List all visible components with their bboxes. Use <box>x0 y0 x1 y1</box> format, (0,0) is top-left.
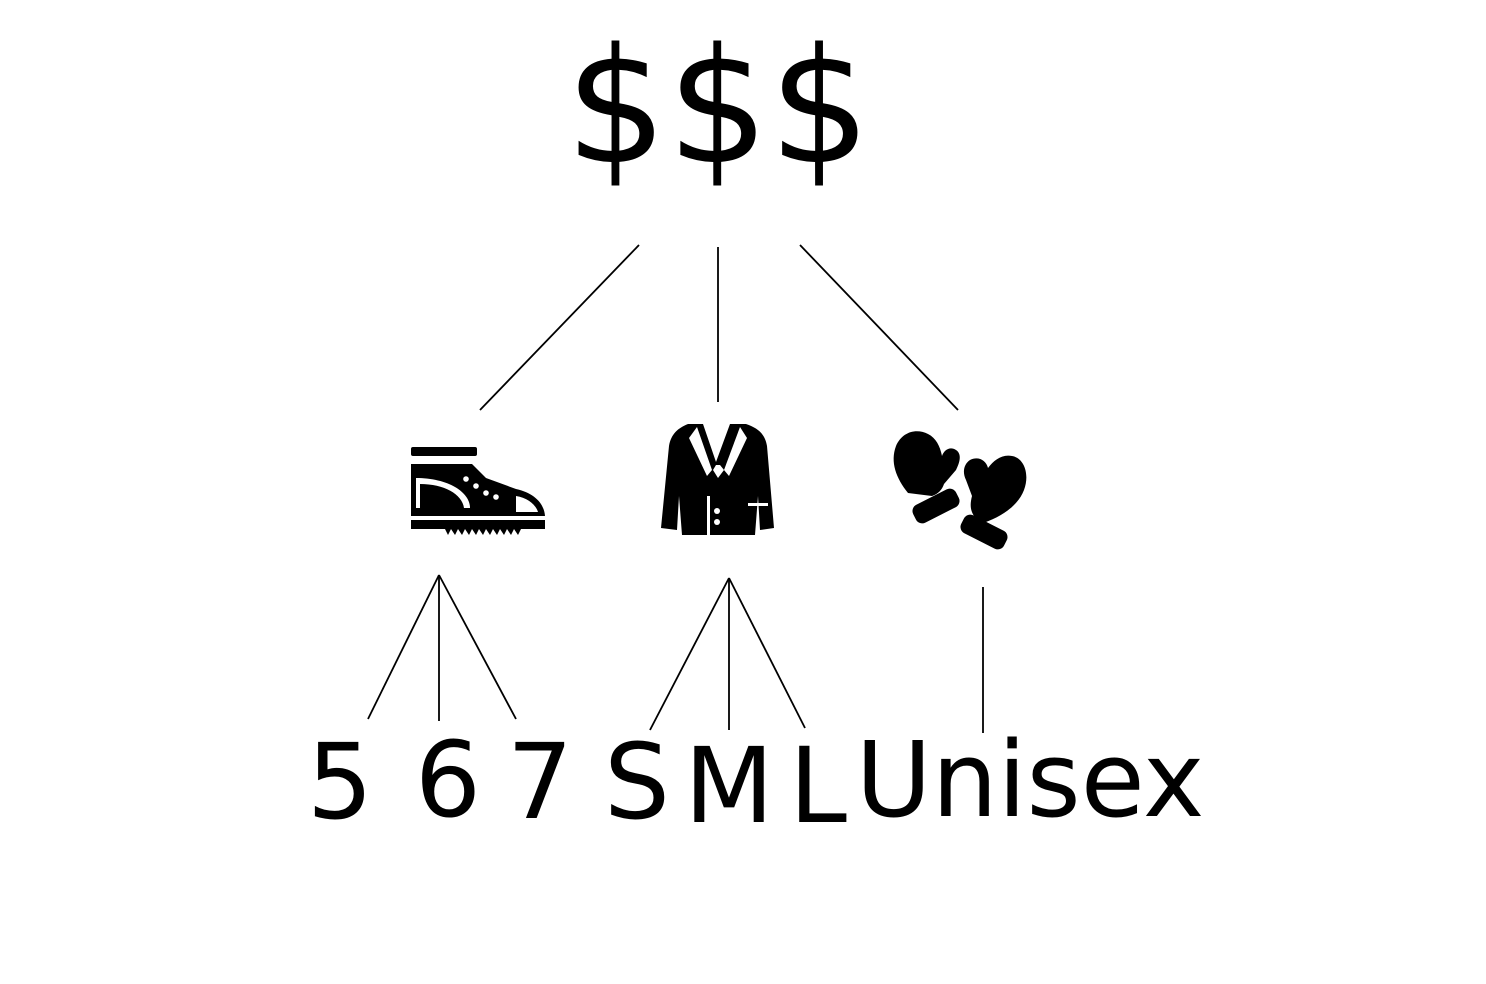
edge-root-mittens <box>799 244 959 411</box>
jacket-icon <box>661 424 774 536</box>
edge-shoes-7 <box>438 574 517 720</box>
size-label-5: 5 <box>307 721 373 843</box>
size-label-6: 6 <box>415 719 481 841</box>
edge-shoes-5 <box>367 574 440 720</box>
shoe-icon <box>411 447 545 535</box>
size-label-s: S <box>604 721 670 843</box>
edge-root-shoes <box>479 244 640 411</box>
mittens-icon <box>893 431 1027 550</box>
size-label-m: M <box>684 725 774 847</box>
edge-jacket-s <box>649 577 730 731</box>
size-label-7: 7 <box>507 721 573 843</box>
unisex-label: Unisex <box>856 719 1205 841</box>
root-label: $$$ <box>565 13 870 200</box>
edge-jacket-l <box>728 577 806 729</box>
size-label-l: L <box>789 725 847 847</box>
